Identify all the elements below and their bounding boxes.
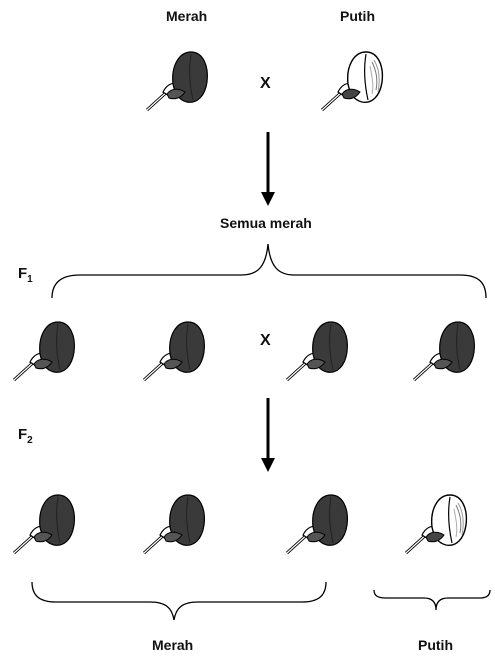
f1-flower-2: [144, 322, 204, 380]
f2-flower-white: [406, 495, 466, 553]
parent-white-flower: [322, 52, 382, 110]
f2-red-brace: [32, 582, 326, 620]
f1-flower-1: [14, 322, 74, 380]
f1-flower-4: [414, 322, 474, 380]
parent-red-flower: [147, 52, 207, 110]
arrow-to-f1: [261, 132, 275, 206]
f1-flower-3: [287, 322, 347, 380]
f2-flower-red-2: [144, 495, 204, 553]
arrow-to-f2: [261, 398, 275, 472]
f2-white-brace: [374, 590, 490, 610]
f1-brace: [52, 244, 486, 298]
f2-flower-red-3: [287, 495, 347, 553]
f2-flower-red-1: [14, 495, 74, 553]
